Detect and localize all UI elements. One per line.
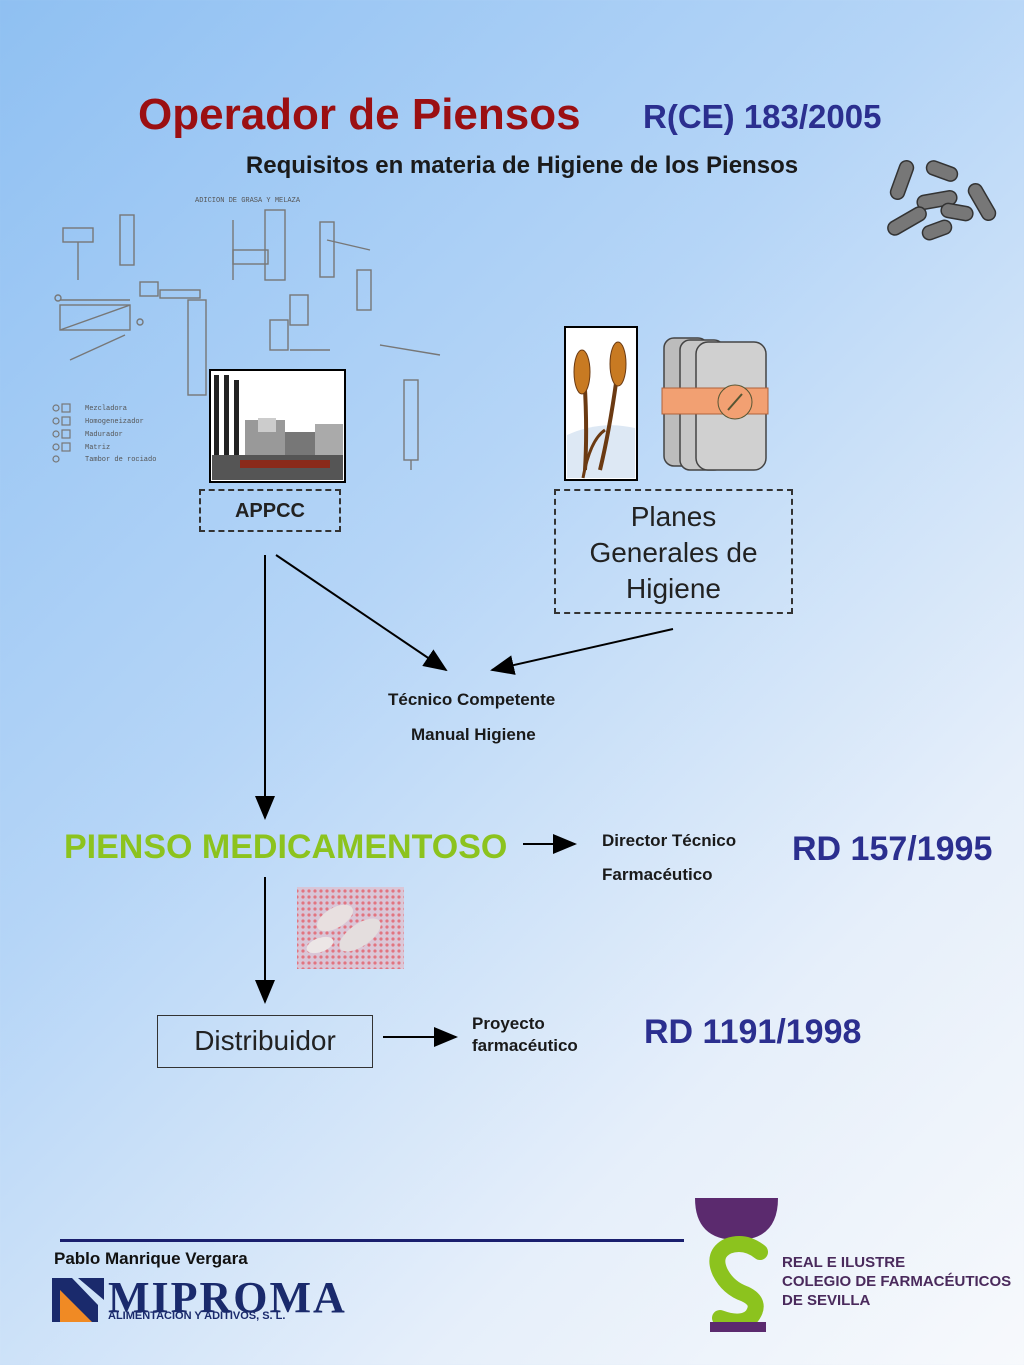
rd-1191-label: RD 1191/1998 [644,1013,862,1051]
colegio-line: DE SEVILLA [782,1292,871,1309]
footer-divider [60,1239,684,1242]
rd-157-label: RD 157/1995 [792,830,993,868]
director-tecnico-label: Director Técnico [602,831,737,850]
colegio-name: REAL E ILUSTRE COLEGIO DE FARMACÉUTICOS … [782,1253,1011,1310]
tecnico-competente-label: Técnico Competente [388,690,556,709]
feed-sacks-image [661,337,769,471]
plant-legend: Mezcladora Homogeneizador Madurador Matr… [52,403,156,464]
plant-legend-item: Homogeneizador [85,418,144,426]
author-name: Pablo Manrique Vergara [54,1249,248,1268]
miproma-brand: MIPROMA [108,1273,347,1322]
distribuidor-box: Distribuidor [157,1015,373,1068]
colegio-line: COLEGIO DE FARMACÉUTICOS [782,1273,1012,1290]
proyecto-label: Proyecto [472,1014,545,1033]
planes-generales-box: Planes Generales de Higiene [554,489,793,614]
plant-process-sketch: ADICION DE GRASA Y MELAZA [54,197,441,470]
page-subtitle: Requisitos en materia de Higiene de los … [245,152,799,179]
pienso-medicamentoso-label: PIENSO MEDICAMENTOSO [64,828,508,866]
regulation-label: R(CE) 183/2005 [643,98,882,135]
factory-image [209,369,346,483]
miproma-tagline: ALIMENTACION Y ADITIVOS, S. L. [108,1310,286,1322]
plant-legend-item: Mezcladora [85,405,127,413]
page-title: Operador de Piensos [138,90,581,139]
appcc-box: APPCC [199,489,341,532]
bacteria-illustration [887,160,997,241]
wheat-image [564,326,638,481]
planes-line: Higiene [626,573,721,604]
planes-line: Planes [630,501,717,532]
plant-top-label: ADICION DE GRASA Y MELAZA [195,197,301,205]
arrow-appcc-to-tecnico [275,554,448,672]
proyecto-farmaceutico-label: farmacéutico [472,1036,578,1055]
miproma-logo-mark [52,1278,104,1322]
plant-legend-item: Madurador [85,431,123,439]
colegio-logo-mark [695,1198,778,1332]
medicated-feed-image [297,887,404,969]
arrow-planes-to-tecnico [490,628,674,675]
planes-line: Generales de [589,537,758,568]
farmaceutico-label: Farmacéutico [602,865,713,884]
colegio-line: REAL E ILUSTRE [782,1254,906,1271]
plant-legend-item: Matriz [85,444,110,452]
plant-legend-item: Tambor de rociado [85,456,156,464]
manual-higiene-label: Manual Higiene [411,725,536,744]
